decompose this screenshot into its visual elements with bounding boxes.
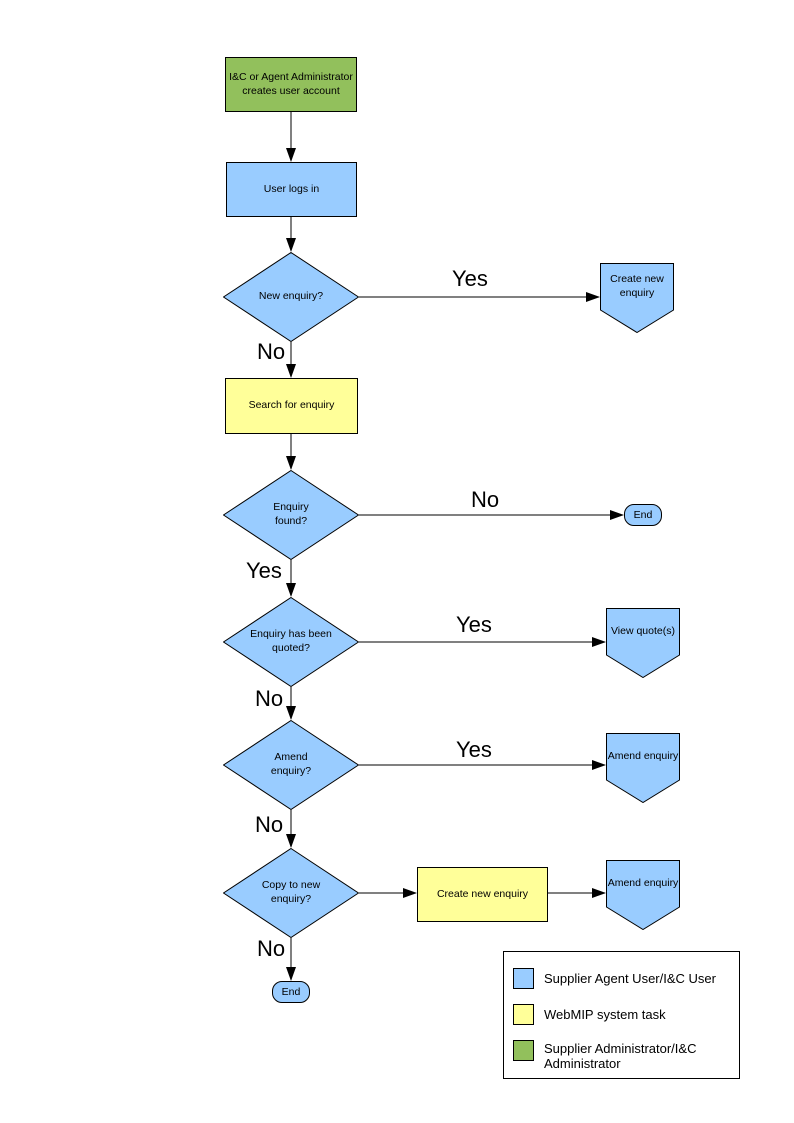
offpage-label: Amend enquiry xyxy=(607,877,679,890)
terminator-label: End xyxy=(633,509,653,521)
legend-item-webmip-system-task: WebMIP system task xyxy=(513,1004,728,1025)
edge-label-enquiry-found-yes: Yes xyxy=(246,558,282,583)
task-search-for-enquiry: Search for enquiry xyxy=(225,378,358,434)
legend-swatch-blue xyxy=(513,968,534,989)
decision-label: Enquiry found? xyxy=(273,501,309,527)
terminator-end-bottom: End xyxy=(272,981,310,1003)
decision-enquiry-quoted: Enquiry has been quoted? xyxy=(223,597,359,687)
offpage-create-new-enquiry: Create new enquiry xyxy=(600,263,674,333)
legend-label: Supplier Administrator/I&C Administrator xyxy=(544,1041,697,1071)
decision-label: Amend enquiry? xyxy=(270,751,312,777)
offpage-amend-enquiry-1: Amend enquiry xyxy=(606,733,680,803)
process-label: I&C or Agent Administrator creates user … xyxy=(229,71,353,97)
legend-box: Supplier Agent User/I&C User WebMIP syst… xyxy=(503,951,740,1079)
edge-label-enquiry-found-no: No xyxy=(471,487,500,512)
decision-label: Copy to new enquiry? xyxy=(261,879,321,905)
edge-label-amend-yes: Yes xyxy=(456,737,492,762)
legend-swatch-green xyxy=(513,1040,534,1061)
process-user-logs-in: User logs in xyxy=(226,162,357,217)
decision-amend-enquiry: Amend enquiry? xyxy=(223,720,359,810)
legend-label: Supplier Agent User/I&C User xyxy=(544,971,716,986)
legend-swatch-yellow xyxy=(513,1004,534,1025)
decision-new-enquiry: New enquiry? xyxy=(223,252,359,342)
decision-copy-to-new-enquiry: Copy to new enquiry? xyxy=(223,848,359,938)
process-label: User logs in xyxy=(263,182,320,195)
offpage-view-quotes: View quote(s) xyxy=(606,608,680,678)
decision-enquiry-found: Enquiry found? xyxy=(223,470,359,560)
terminator-label: End xyxy=(281,986,301,998)
offpage-label: Amend enquiry xyxy=(607,750,679,763)
terminator-end-right: End xyxy=(624,504,662,526)
decision-label: New enquiry? xyxy=(258,290,324,303)
legend-item-supplier-agent-user: Supplier Agent User/I&C User xyxy=(513,968,728,989)
offpage-amend-enquiry-2: Amend enquiry xyxy=(606,860,680,930)
edge-label-new-enquiry-yes: Yes xyxy=(452,266,488,291)
legend-label: WebMIP system task xyxy=(544,1007,666,1022)
process-admin-creates-account: I&C or Agent Administrator creates user … xyxy=(225,57,357,112)
task-create-new-enquiry: Create new enquiry xyxy=(417,867,548,922)
edge-label-enquiry-quoted-no: No xyxy=(255,686,284,711)
edge-label-copy-no: No xyxy=(257,936,286,961)
edge-label-new-enquiry-no: No xyxy=(257,339,286,364)
task-label: Create new enquiry xyxy=(436,887,529,900)
task-label: Search for enquiry xyxy=(248,399,335,412)
legend-item-supplier-administrator: Supplier Administrator/I&C Administrator xyxy=(513,1040,728,1071)
edge-label-amend-no: No xyxy=(255,812,284,837)
offpage-label: View quote(s) xyxy=(610,625,675,638)
offpage-label: Create new enquiry xyxy=(610,273,664,299)
decision-label: Enquiry has been quoted? xyxy=(250,628,332,654)
edge-label-enquiry-quoted-yes: Yes xyxy=(456,612,492,637)
